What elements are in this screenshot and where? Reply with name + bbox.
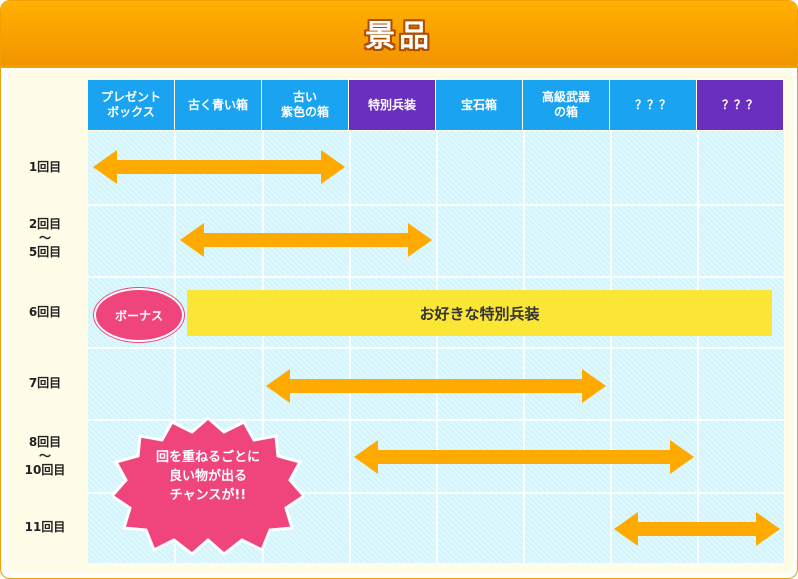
bonus-badge: ボーナス [94,288,184,342]
column-header-unknown-1: ？？？ [610,80,696,130]
range-arrow-row-11 [614,512,780,546]
column-header-special-weapon: 特別兵装 [349,80,435,130]
row-label-1: 1回目 [28,160,62,174]
bonus-badge-text: ボーナス [114,308,163,323]
grid-line [88,276,784,278]
row-label-2-5: 2回目 〜 5回目 [28,217,62,259]
column-header-old-blue-box: 古く青い箱 [175,80,261,130]
range-arrow-row-7 [266,369,606,403]
grid-line [88,347,784,349]
bonus-bar-text: お好きな特別兵装 [419,304,540,323]
grid-line [88,419,784,421]
column-header-old-purple-box: 古い 紫色の箱 [262,80,348,130]
row-label-6: 6回目 [28,305,62,319]
grid-line [88,492,784,494]
range-arrow-row-1 [93,150,345,184]
column-header-jewel-box: 宝石箱 [436,80,522,130]
column-header-premium-weapon-box: 高級武器 の箱 [523,80,609,130]
bonus-bar: お好きな特別兵装 [187,290,772,336]
column-header-present-box: プレゼント ボックス [88,80,174,130]
range-arrow-row-2-5 [180,223,432,257]
starburst-note-shape [112,416,304,556]
page-title: 景品 [365,19,433,54]
range-arrow-row-8-10 [354,440,694,474]
row-label-7: 7回目 [28,376,62,390]
row-label-11: 11回目 [24,520,66,534]
column-header-unknown-2: ？？？ [697,80,783,130]
row-label-8-10: 8回目 〜 10回目 [24,435,66,477]
grid-line [88,204,784,206]
starburst-note-text: 回を重ねるごとに 良い物が出る チャンスが!! [155,450,260,503]
header-bar: 景品 [1,1,797,68]
